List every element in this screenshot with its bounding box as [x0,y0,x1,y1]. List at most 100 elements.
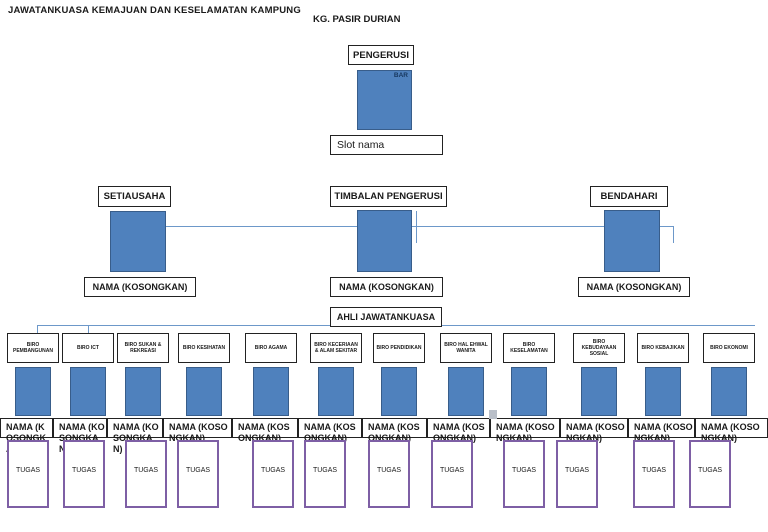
biro-name-label: NAMA (KOSONGKAN) [634,422,693,443]
village-name: KG. PASIR DURIAN [313,14,401,25]
biro-task-label: TUGAS [697,467,723,474]
biro-task-label: TUGAS [439,467,465,474]
biro-name-cell: NAMA (KOSONGKAN) [490,418,560,443]
biro-label-box: BIRO KEBAJIKAN [637,333,689,363]
timbalan-name-label: NAMA (KOSONGKAN) [339,282,434,292]
biro-task-box: TUGAS [252,440,294,508]
bendahari-title-label: BENDAHARI [600,191,658,202]
biro-task-label: TUGAS [376,467,402,474]
biro-label-box: BIRO KESELAMATAN [503,333,555,363]
connector-stub-biro-2 [88,325,89,334]
biro-label: BIRO PEMBANGUNAN [13,342,53,354]
biro-name-label: NAMA (KOSONGKAN) [238,422,290,443]
bendahari-name-label: NAMA (KOSONGKAN) [586,282,682,292]
biro-label-box: BIRO EKONOMI [703,333,755,363]
biro-photo-placeholder [125,367,161,416]
biro-task-label: TUGAS [511,467,537,474]
biro-photo-placeholder [581,367,617,416]
biro-label: BIRO KECERIAAN & ALAM SEKITAR [314,342,358,354]
biro-name-cell: NAMA (KOSONGKAN) [53,418,107,454]
biro-task-box: TUGAS [7,440,49,508]
biro-photo-placeholder [381,367,417,416]
biro-label: BIRO KESIHATAN [182,345,226,351]
biro-name-label: NAMA (KOSONGKAN) [566,422,625,443]
biro-task-box: TUGAS [431,440,473,508]
setiausaha-name-label: NAMA (KOSONGKAN) [92,282,188,292]
biro-label: BIRO HAL EHWAL WANITA [444,342,488,354]
biro-photo-placeholder [318,367,354,416]
biro-name-cell: NAMA (KOSONGKAN) [232,418,298,443]
bendahari-photo-placeholder [604,210,660,272]
render-artifact [489,410,497,419]
biro-label: BIRO KESELAMATAN [510,342,548,354]
biro-label: BIRO AGAMA [254,345,288,351]
biro-task-label: TUGAS [641,467,667,474]
committee-header-label: AHLI JAWATANKUASA [336,312,436,322]
biro-label-box: BIRO KECERIAAN & ALAM SEKITAR [310,333,362,363]
biro-photo-placeholder [511,367,547,416]
biro-task-box: TUGAS [304,440,346,508]
biro-name-label: NAMA (KOSONGKAN) [368,422,420,443]
biro-photo-placeholder [448,367,484,416]
connector-stub-biro-1 [37,325,38,334]
biro-name-cell: NAMA (KOSONGKAN) [107,418,163,454]
committee-header-box: AHLI JAWATANKUASA [330,307,442,327]
setiausaha-name-box: NAMA (KOSONGKAN) [84,277,196,297]
pengerusi-title-label: PENGERUSI [353,49,409,61]
biro-label-box: BIRO PEMBANGUNAN [7,333,59,363]
biro-name-label: NAMA (KOSONGKAN) [433,422,485,443]
setiausaha-photo-placeholder [110,211,166,272]
biro-photo-placeholder [645,367,681,416]
biro-name-label: NAMA (KOSONGKAN) [496,422,555,443]
biro-photo-placeholder [186,367,222,416]
biro-label: BIRO KEBUDAYAAN SOSIAL [581,339,617,357]
biro-task-box: TUGAS [556,440,598,508]
timbalan-title-box: TIMBALAN PENGERUSI [330,186,447,207]
biro-name-label: NAMA (KOSONGKAN) [169,422,228,443]
biro-photo-placeholder [70,367,106,416]
biro-name-cell: NAMA (KOSONGKAN) [163,418,232,443]
biro-task-box: TUGAS [177,440,219,508]
biro-label-box: BIRO AGAMA [245,333,297,363]
biro-name-cell: NAMA (KOSONGKAN) [427,418,490,443]
biro-name-cell: NAMA (KOSONGKAN) [362,418,427,443]
bendahari-name-box: NAMA (KOSONGKAN) [578,277,690,297]
timbalan-photo-placeholder [357,210,412,272]
biro-task-label: TUGAS [15,467,41,474]
biro-task-box: TUGAS [63,440,105,508]
biro-name-cell: NAMA (KOSONGKAN) [695,418,768,443]
biro-name-label: NAMA (KOSONGKAN) [304,422,356,443]
timbalan-title-label: TIMBALAN PENGERUSI [334,191,443,202]
biro-name-cell: NAMA (KOSONGKAN) [628,418,695,443]
biro-label: BIRO SUKAN & REKREASI [124,342,162,354]
setiausaha-title-label: SETIAUSAHA [103,191,166,202]
biro-label-box: BIRO ICT [62,333,114,363]
biro-label-box: BIRO KESIHATAN [178,333,230,363]
pengerusi-title-box: PENGERUSI [348,45,414,65]
biro-label-box: BIRO PENDIDIKAN [373,333,425,363]
biro-task-label: TUGAS [564,467,590,474]
slot-nama-label: Slot nama [337,139,385,151]
biro-name-cell: NAMA (KOSONGKAN) [298,418,362,443]
timbalan-name-box: NAMA (KOSONGKAN) [330,277,443,297]
biro-photo-placeholder [711,367,747,416]
bendahari-title-box: BENDAHARI [590,186,668,207]
biro-label: BIRO EKONOMI [710,345,748,351]
biro-name-cell: NAMA (KOSONGKAN) [0,418,53,454]
biro-task-box: TUGAS [368,440,410,508]
pengerusi-photo-placeholder: BAR [357,70,412,130]
biro-photo-placeholder [15,367,51,416]
biro-name-label: NAMA (KOSONGKAN) [113,422,159,454]
biro-label: BIRO KEBAJIKAN [641,345,685,351]
page-title: JAWATANKUASA KEMAJUAN DAN KESELAMATAN KA… [8,5,301,16]
biro-name-label: NAMA (KOSONGKAN) [701,422,760,443]
biro-task-box: TUGAS [503,440,545,508]
biro-task-label: TUGAS [312,467,338,474]
connector-stub-timbalan [416,211,417,243]
photo-tag-label: BAR [393,72,408,79]
biro-name-cell: NAMA (KOSONGKAN) [560,418,628,443]
biro-label-box: BIRO HAL EHWAL WANITA [440,333,492,363]
biro-label-box: BIRO SUKAN & REKREASI [117,333,169,363]
biro-task-box: TUGAS [633,440,675,508]
